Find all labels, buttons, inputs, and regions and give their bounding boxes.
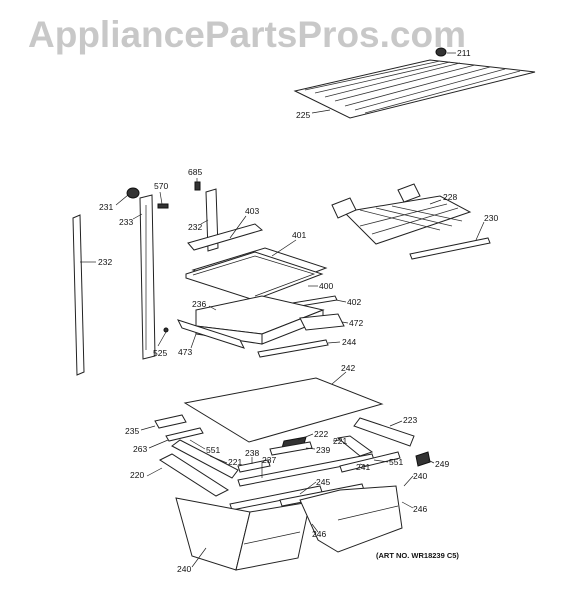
callout-221-left: 221 xyxy=(228,457,242,467)
callout-225: 225 xyxy=(296,110,310,120)
callout-233: 233 xyxy=(119,217,133,227)
callout-401: 401 xyxy=(292,230,306,240)
support-223[interactable] xyxy=(353,417,415,447)
callout-245: 245 xyxy=(316,477,330,487)
callout-232-upright: 232 xyxy=(188,222,202,232)
crisper-pan-240-left[interactable] xyxy=(175,497,311,571)
rail-241[interactable] xyxy=(339,451,401,473)
callout-570: 570 xyxy=(154,181,168,191)
callout-246-right: 246 xyxy=(413,504,427,514)
callout-472: 472 xyxy=(349,318,363,328)
ladder-rail-233[interactable] xyxy=(139,194,156,360)
art-number: (ART NO. WR18239 C5) xyxy=(376,551,459,560)
callout-551-right: 551 xyxy=(389,457,403,467)
callout-231: 231 xyxy=(99,202,113,212)
shelf-frame-400[interactable] xyxy=(185,251,324,301)
glass-cover-242[interactable] xyxy=(183,377,384,443)
callout-244: 244 xyxy=(342,337,356,347)
callout-232-left: 232 xyxy=(98,257,112,267)
callout-403: 403 xyxy=(245,206,259,216)
callout-551-left: 551 xyxy=(206,445,220,455)
callout-246-left: 246 xyxy=(312,529,326,539)
screw-570[interactable] xyxy=(157,203,169,209)
callout-238: 238 xyxy=(245,448,259,458)
support-221-right[interactable] xyxy=(336,435,374,457)
callout-236: 236 xyxy=(192,299,206,309)
callout-685: 685 xyxy=(188,167,202,177)
callout-230: 230 xyxy=(484,213,498,223)
callout-242: 242 xyxy=(341,363,355,373)
callout-228: 228 xyxy=(443,192,457,202)
leader-lines xyxy=(80,52,485,568)
cover-220[interactable] xyxy=(158,453,230,497)
rail-237[interactable] xyxy=(237,453,375,487)
slide-473[interactable] xyxy=(177,319,245,349)
rail-232-left[interactable] xyxy=(72,214,85,376)
shelf-bumper-211[interactable] xyxy=(435,47,447,57)
clip-525[interactable] xyxy=(163,327,169,333)
callout-237: 237 xyxy=(262,455,276,465)
callout-221-right: 221 xyxy=(333,436,347,446)
trim-230[interactable] xyxy=(409,237,491,260)
callout-473: 473 xyxy=(178,347,192,357)
hinge-249[interactable] xyxy=(415,451,431,467)
callout-249: 249 xyxy=(435,459,449,469)
crisper-pan-240-right[interactable] xyxy=(299,485,403,553)
slide-472[interactable] xyxy=(299,313,345,331)
wire-shelf-228[interactable] xyxy=(331,183,472,245)
wire-shelf-225[interactable] xyxy=(293,59,536,119)
trim-244[interactable] xyxy=(257,339,329,358)
support-263[interactable] xyxy=(165,427,204,442)
callout-241: 241 xyxy=(356,462,370,472)
bracket-239[interactable] xyxy=(269,441,313,456)
callout-239: 239 xyxy=(316,445,330,455)
callout-220: 220 xyxy=(130,470,144,480)
callout-223: 223 xyxy=(403,415,417,425)
trim-235[interactable] xyxy=(154,414,187,429)
cam-231[interactable] xyxy=(126,187,140,199)
callout-402: 402 xyxy=(347,297,361,307)
callout-211: 211 xyxy=(457,48,471,58)
trim-403[interactable] xyxy=(187,223,264,251)
callout-240-right: 240 xyxy=(413,471,427,481)
callout-263: 263 xyxy=(133,444,147,454)
callout-525: 525 xyxy=(153,348,167,358)
callout-222: 222 xyxy=(314,429,328,439)
support-221-left[interactable] xyxy=(171,439,239,479)
callout-240-bottom: 240 xyxy=(177,564,191,574)
callout-235: 235 xyxy=(125,426,139,436)
watermark-text: AppliancePartsPros.com xyxy=(28,14,466,55)
screw-685[interactable] xyxy=(194,181,201,191)
callout-400: 400 xyxy=(319,281,333,291)
